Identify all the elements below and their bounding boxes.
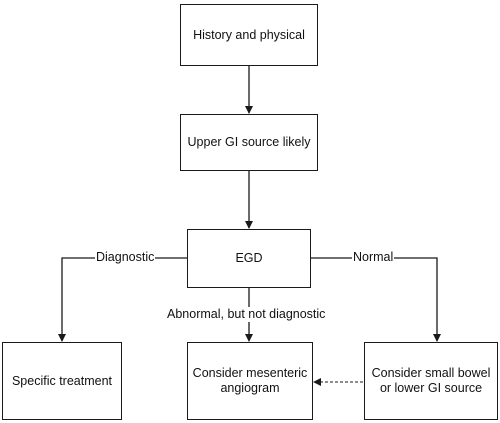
node-small-bowel-label-line2: or lower GI source <box>379 381 483 395</box>
node-mesenteric-label-line1: Consider mesenteric <box>192 366 308 380</box>
node-egd-label: EGD <box>235 251 263 265</box>
edge-label-diagnostic: Diagnostic <box>95 250 156 265</box>
node-history-and-physical: History and physical <box>180 4 318 66</box>
node-consider-small-bowel: Consider small bowel or lower GI source <box>364 342 498 420</box>
node-egd: EGD <box>187 229 311 288</box>
edge-label-abnormal: Abnormal, but not diagnostic <box>166 307 327 322</box>
edge-label-normal: Normal <box>352 250 395 265</box>
node-specific-treatment: Specific treatment <box>2 342 122 420</box>
node-small-bowel-label-line1: Consider small bowel <box>371 366 491 380</box>
node-upper-gi-source-likely: Upper GI source likely <box>180 114 318 171</box>
arrow-egd-to-specific-treatment <box>58 257 187 342</box>
node-specific-treatment-label: Specific treatment <box>11 373 113 388</box>
arrow-egd-to-small-bowel <box>311 257 441 342</box>
node-consider-mesenteric-angiogram: Consider mesenteric angiogram <box>187 342 313 420</box>
node-upper-gi-label: Upper GI source likely <box>187 135 311 149</box>
node-history-label: History and physical <box>193 27 305 42</box>
node-mesenteric-label-line2: angiogram <box>220 381 280 395</box>
